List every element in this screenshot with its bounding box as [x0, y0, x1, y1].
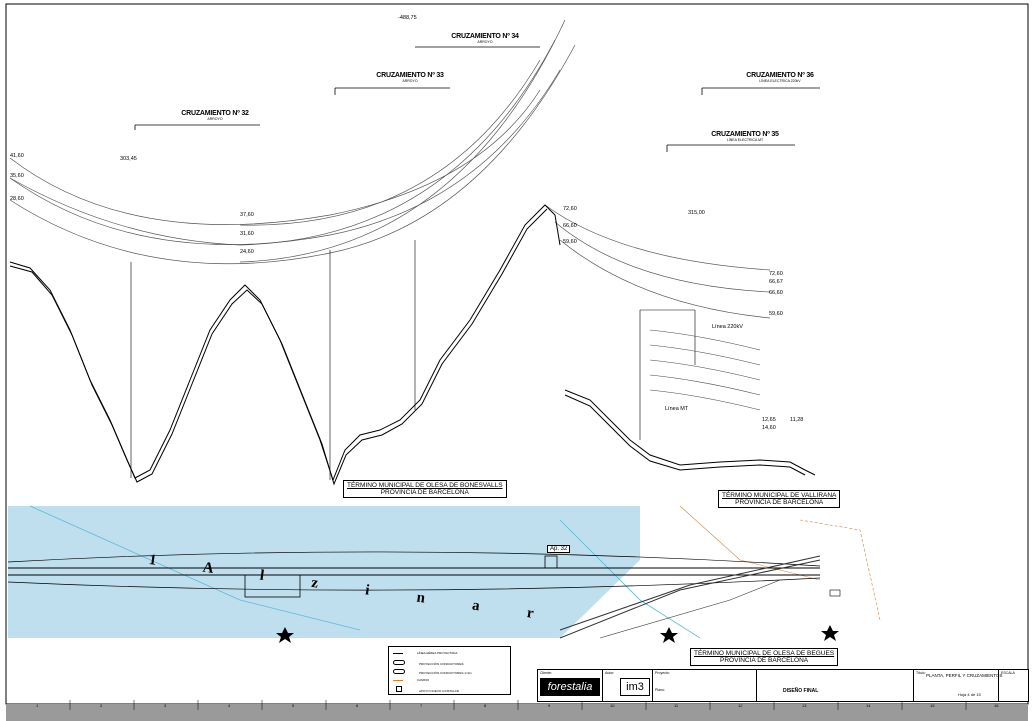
crossing-34-title: CRUZAMIENTO Nº 34 ARROYO — [451, 33, 519, 44]
term-olesa-bonesvalls: TÉRMINO MUNICIPAL DE OLESA DE BONESVALLS… — [343, 480, 507, 498]
elevation-label: 28,60 — [10, 196, 24, 202]
term-vallirana: TÉRMINO MUNICIPAL DE VALLIRANA PROVINCIA… — [718, 490, 841, 508]
elevation-label: -488,75 — [398, 15, 417, 21]
grid-number: 16 — [994, 703, 999, 708]
grid-number: 4 — [228, 703, 231, 708]
grid-number: 1 — [36, 703, 39, 708]
grid-number: 11 — [674, 703, 679, 708]
span-length: 303,45 — [120, 156, 137, 162]
grid-number: 14 — [866, 703, 871, 708]
elevation-label: 24,60 — [240, 249, 254, 255]
divider — [913, 670, 914, 701]
forestalia-logo: forestalia — [540, 678, 600, 696]
crossing-33-title: CRUZAMIENTO Nº 33 ARROYO — [376, 72, 444, 83]
grid-number: 8 — [484, 703, 487, 708]
divider — [652, 670, 653, 701]
crossing-220-lines — [649, 329, 761, 411]
legend-item: APOYO NUEVO A INSTALAR — [393, 686, 459, 693]
crossing-leaders — [134, 46, 820, 152]
grid-number: 9 — [548, 703, 551, 708]
grid-number: 15 — [930, 703, 935, 708]
divider — [998, 670, 999, 701]
legend-item: PROYECCIÓN CONDUCTORES — [393, 660, 463, 666]
title-block: Cliente: forestalia Autor: im3 Proyecto:… — [537, 669, 1029, 702]
grid-strip — [6, 704, 1028, 721]
grid-number: 2 — [100, 703, 103, 708]
grid-number: 10 — [610, 703, 615, 708]
grid-number: 3 — [164, 703, 167, 708]
elevation-label: 14,60 — [762, 425, 776, 431]
elevation-label: 35,60 — [10, 173, 24, 179]
linea-mt-label: Línea MT — [665, 406, 689, 412]
elevation-label: 41,60 — [10, 153, 24, 159]
elevation-label: 37,60 — [240, 212, 254, 218]
elevation-label: 66,67 — [769, 279, 783, 285]
elevation-label: 31,60 — [240, 231, 254, 237]
legend-item: PROYECCIÓN CONDUCTORES 1=2m — [393, 669, 472, 675]
im3-logo: im3 — [620, 678, 650, 696]
plan-view — [7, 505, 890, 639]
clearance-lines — [130, 240, 696, 480]
linea-220-label: Línea 220kV — [712, 324, 743, 330]
term-olesa-begues: TÉRMINO MUNICIPAL DE OLESA DE BEGUES PRO… — [690, 648, 839, 666]
grid-number: 7 — [420, 703, 423, 708]
divider — [756, 670, 757, 701]
grid-number: 6 — [356, 703, 359, 708]
grid-number: 5 — [292, 703, 295, 708]
north-arrow-icon — [276, 625, 839, 643]
apoyo-label: Ap. 32 — [547, 545, 571, 553]
divider — [602, 670, 603, 701]
elevation-label: 59,60 — [563, 239, 577, 245]
legend-item: LÍNEA AÉREA PROYECTADA — [393, 651, 457, 655]
elevation-label: 11,28 — [790, 417, 804, 423]
span-length: 315,00 — [688, 210, 705, 216]
grid-number: 13 — [802, 703, 807, 708]
phase-label: DISEÑO FINAL — [783, 688, 819, 694]
terrain-profile — [9, 204, 816, 486]
legend: LÍNEA AÉREA PROYECTADA PROYECCIÓN CONDUC… — [388, 646, 511, 695]
elevation-label: 12,65 — [762, 417, 776, 423]
conductor-curves-peak — [239, 19, 566, 263]
elevation-label: 72,60 — [769, 271, 783, 277]
crossing-32-title: CRUZAMIENTO Nº 32 ARROYO — [181, 110, 249, 121]
elevation-label: 66,60 — [769, 290, 783, 296]
legend-item: CAMINO — [393, 678, 429, 682]
elevation-label: 59,60 — [769, 311, 783, 317]
conductor-curves-right — [544, 204, 771, 319]
conductor-curves-left — [9, 44, 576, 265]
grid-number: 12 — [738, 703, 743, 708]
elevation-label: 72,60 — [563, 206, 577, 212]
sheet-info: Hoja 4 de 15 — [958, 692, 981, 697]
crossing-36-title: CRUZAMIENTO Nº 36 LÍNEA ELECTRICA 220kV — [746, 72, 814, 83]
drawing-title: PLANTA, PERFIL Y CRUZAMIENTOS — [926, 673, 1003, 678]
elevation-label: 66,60 — [563, 223, 577, 229]
crossing-35-title: CRUZAMIENTO Nº 35 LÍNEA ELECTRICA MT — [711, 131, 779, 142]
